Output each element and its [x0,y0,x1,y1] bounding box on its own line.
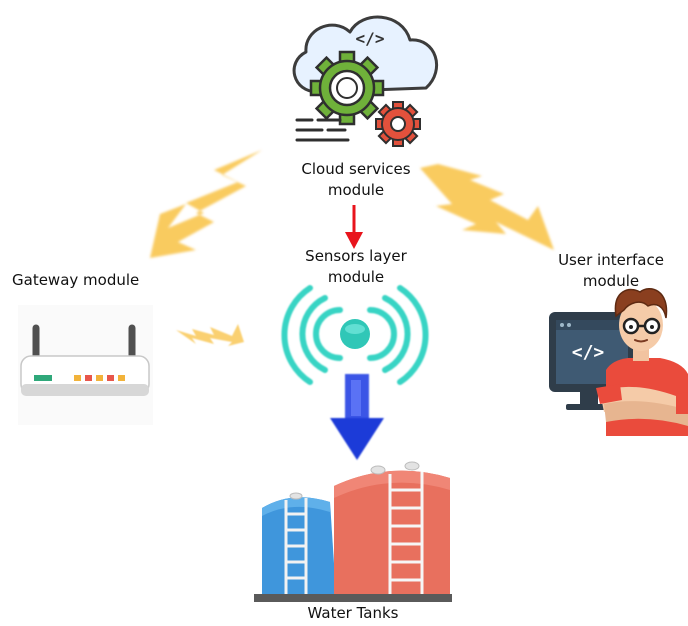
wireless-sensor-icon [281,285,429,385]
developer-at-computer-icon: </> [549,288,688,436]
sensors-layer-label-line1: Sensors layer [305,247,407,265]
gateway-module-label-text: Gateway module [12,271,140,289]
cloud-gears-icon: </> [292,15,438,147]
svg-text:</>: </> [356,29,385,48]
router-icon [18,305,153,425]
lightning-arrow-to-gateway [150,150,262,258]
user-interface-label-line1: User interface [558,251,664,269]
sensors-layer-label-line2: module [327,268,385,286]
blue-arrow-sensors-to-tanks [330,374,384,460]
lightning-arrow-gateway-to-sensor [176,324,244,346]
red-arrow-cloud-to-sensors [345,205,363,249]
water-tanks-label: Water Tanks [276,603,430,624]
gateway-module-label: Gateway module [12,270,160,291]
water-tanks-label-text: Water Tanks [307,604,399,622]
water-tanks-icon [254,461,452,602]
user-interface-label: User interface module [540,250,682,292]
svg-text:</>: </> [572,342,605,363]
cloud-services-label-line2: module [327,181,385,199]
user-interface-label-line2: module [582,272,640,290]
lightning-arrow-to-user-interface [420,164,554,250]
cloud-services-label: Cloud services module [284,159,428,201]
sensors-layer-label: Sensors layer module [286,246,426,288]
cloud-services-label-line1: Cloud services [301,160,411,178]
